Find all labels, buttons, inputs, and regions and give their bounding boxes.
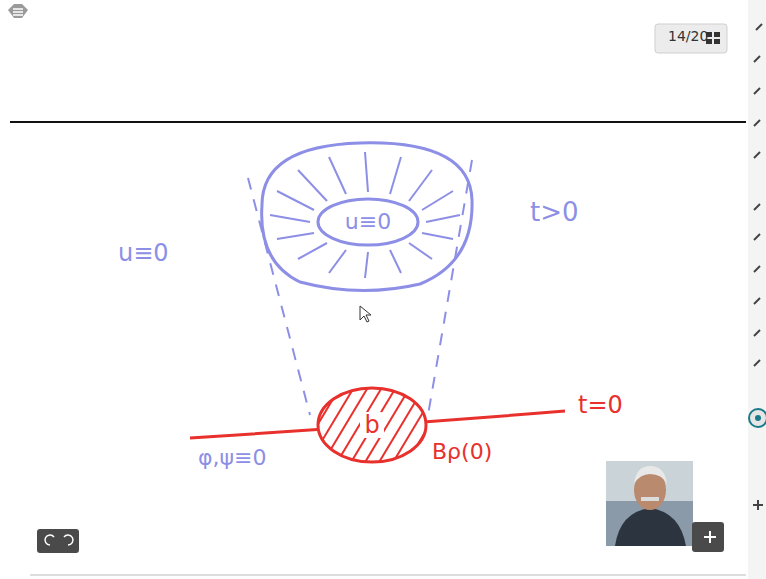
time-zero-line [190,411,565,438]
node-text: b [360,412,383,438]
radial-hatching [270,152,460,278]
node-heading: Bρ(0) [432,440,492,464]
node-text: u≡0 [345,210,391,234]
page-counter: 14/20 [668,29,708,44]
time-label: t>0 [530,198,579,227]
initial-ball: bBρ(0) [316,386,428,464]
toolbar-button [749,409,766,427]
menu-icon [8,4,28,18]
toolbar-icons [753,24,763,510]
toolbar [748,0,766,579]
initial-data-label: φ,ψ≡0 [198,446,266,470]
undo-redo-buttons [37,529,79,553]
region-outline [262,143,472,291]
mouse-cursor [360,306,371,322]
page-counter-box [655,24,727,53]
inner-region: u≡0 [316,197,420,247]
bottom-rule [30,575,746,576]
time-label: t=0 [578,392,623,418]
cone-lines [248,160,472,415]
webcam-frame [606,461,693,546]
slide-rule [10,121,746,123]
add-button [692,522,724,552]
region-label: u≡0 [118,240,169,266]
